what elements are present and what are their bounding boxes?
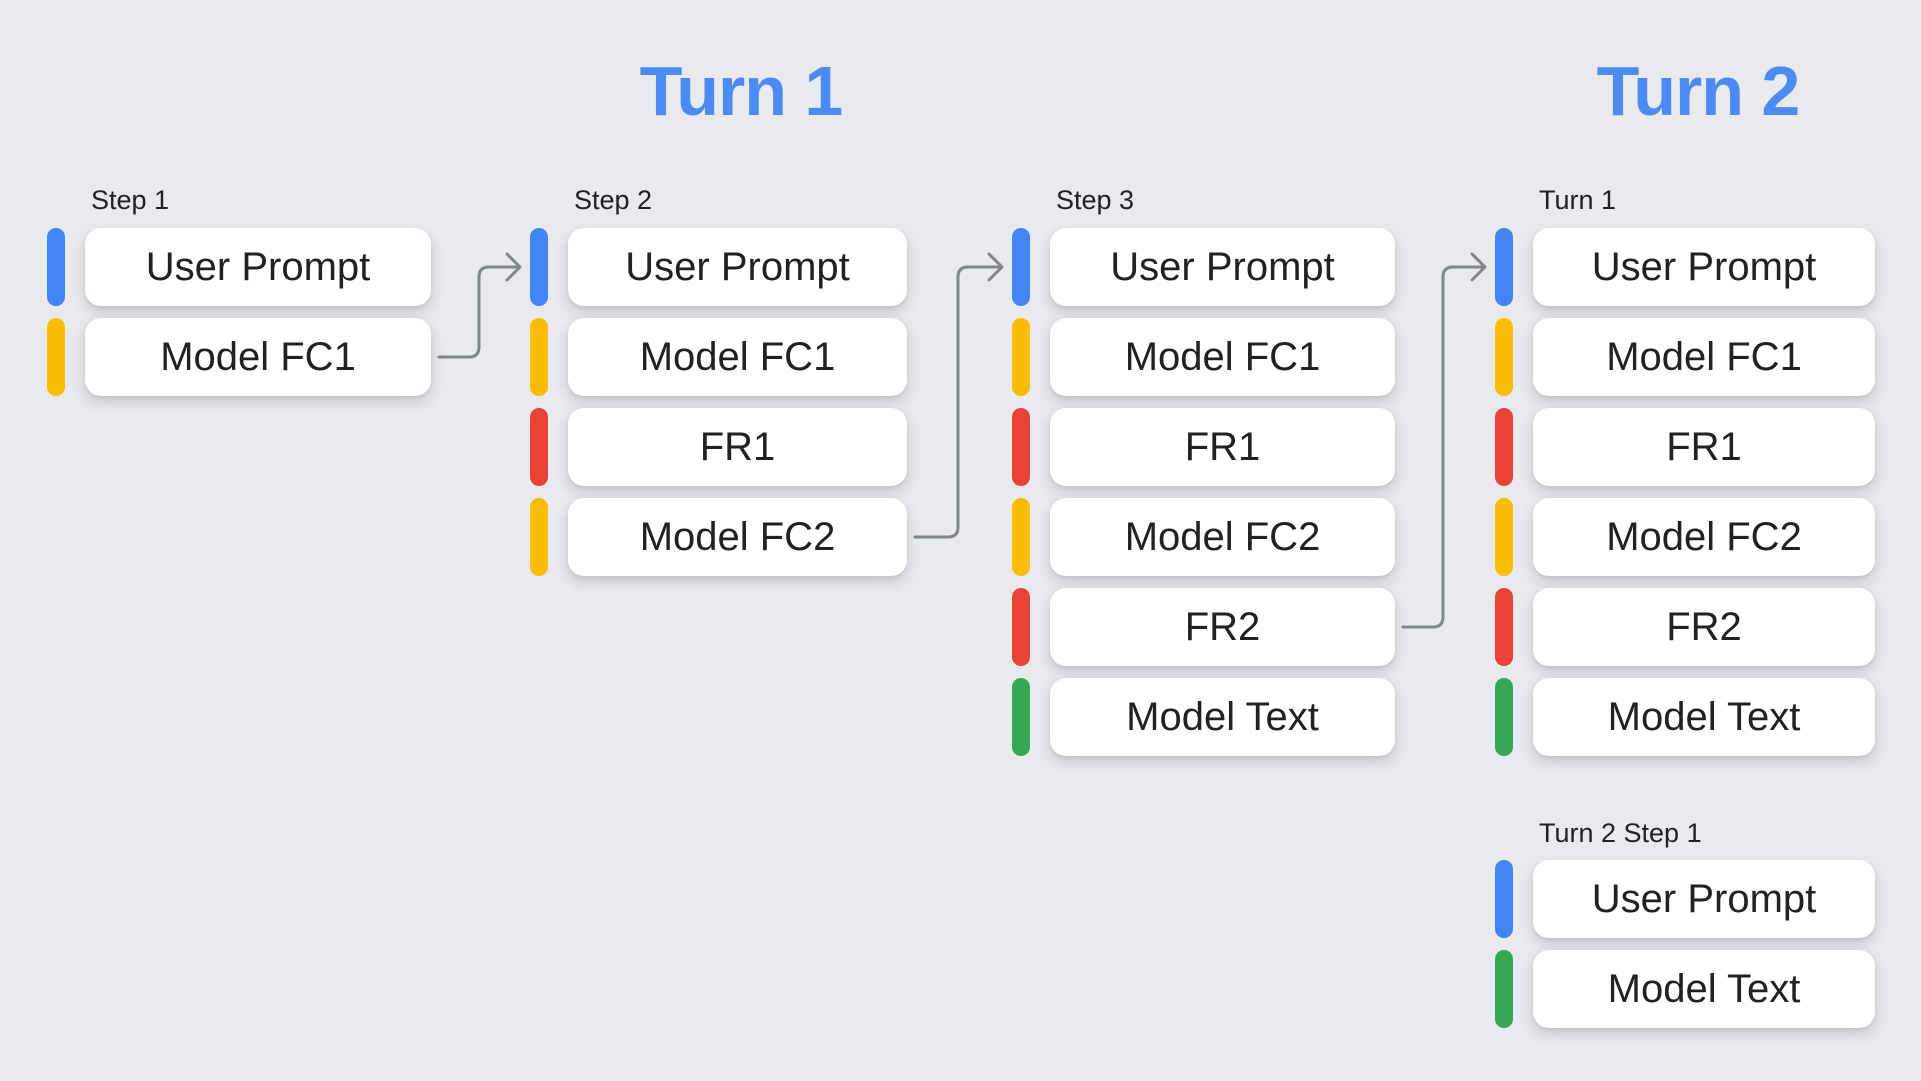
- group-label: Step 2: [574, 185, 653, 215]
- group-label: Turn 1: [1539, 185, 1617, 215]
- model-function-call-bar: [1495, 318, 1513, 396]
- box-model-text: Model Text: [1050, 678, 1395, 756]
- model-text-bar: [1495, 678, 1513, 756]
- model-function-call-bar: [1012, 498, 1030, 576]
- function-response-bar: [1012, 408, 1030, 486]
- turn-1-title: Turn 1: [639, 52, 844, 130]
- connector-arrow: [1401, 265, 1485, 629]
- box-fr1: FR1: [1050, 408, 1395, 486]
- arrowhead-icon: [505, 252, 522, 282]
- box-fr1: FR1: [568, 408, 907, 486]
- user-prompt-bar: [1495, 228, 1513, 306]
- group-label: Step 1: [91, 185, 170, 215]
- user-prompt-bar: [530, 228, 548, 306]
- box-user-prompt: User Prompt: [1050, 228, 1395, 306]
- group-label: Turn 2 Step 1: [1539, 818, 1702, 848]
- connector-arrow: [437, 265, 520, 359]
- model-function-call-bar: [1012, 318, 1030, 396]
- model-text-bar: [1012, 678, 1030, 756]
- model-function-call-bar: [47, 318, 65, 396]
- box-model-fc1: Model FC1: [1533, 318, 1875, 396]
- box-user-prompt: User Prompt: [1533, 860, 1875, 938]
- box-user-prompt: User Prompt: [568, 228, 907, 306]
- function-response-bar: [530, 408, 548, 486]
- box-user-prompt: User Prompt: [85, 228, 431, 306]
- group-label: Step 3: [1056, 185, 1135, 215]
- model-function-call-bar: [530, 498, 548, 576]
- user-prompt-bar: [1012, 228, 1030, 306]
- box-fr1: FR1: [1533, 408, 1875, 486]
- model-function-call-bar: [530, 318, 548, 396]
- box-fr2: FR2: [1533, 588, 1875, 666]
- function-response-bar: [1495, 408, 1513, 486]
- box-user-prompt: User Prompt: [1533, 228, 1875, 306]
- function-response-bar: [1495, 588, 1513, 666]
- model-function-call-bar: [1495, 498, 1513, 576]
- box-model-fc2: Model FC2: [1533, 498, 1875, 576]
- user-prompt-bar: [47, 228, 65, 306]
- connector-arrow: [913, 265, 1002, 539]
- box-model-text: Model Text: [1533, 678, 1875, 756]
- arrowhead-icon: [987, 252, 1004, 282]
- box-model-fc2: Model FC2: [568, 498, 907, 576]
- box-fr2: FR2: [1050, 588, 1395, 666]
- model-text-bar: [1495, 950, 1513, 1028]
- box-model-fc1: Model FC1: [568, 318, 907, 396]
- box-model-fc1: Model FC1: [85, 318, 431, 396]
- turn-2-title: Turn 2: [1596, 52, 1801, 130]
- box-model-fc1: Model FC1: [1050, 318, 1395, 396]
- user-prompt-bar: [1495, 860, 1513, 938]
- arrowhead-icon: [1470, 252, 1487, 282]
- box-model-fc2: Model FC2: [1050, 498, 1395, 576]
- box-model-text: Model Text: [1533, 950, 1875, 1028]
- function-response-bar: [1012, 588, 1030, 666]
